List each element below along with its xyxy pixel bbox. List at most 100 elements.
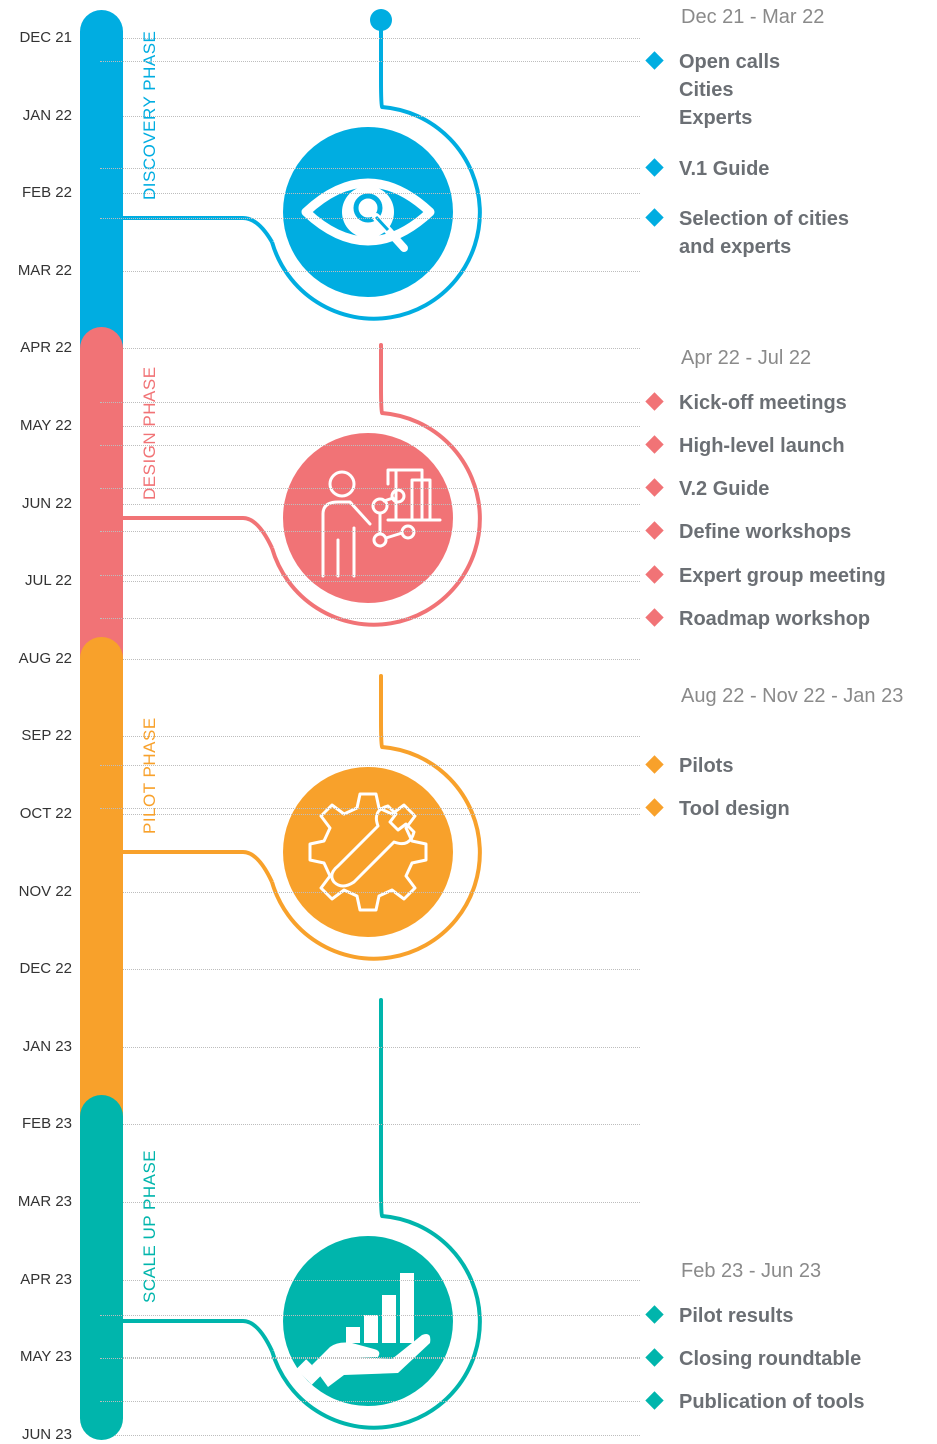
milestone-text: Closing roundtable: [679, 1345, 861, 1373]
milestone-text-line: Expert group meeting: [679, 565, 886, 587]
milestone-text-line: Cities: [679, 79, 734, 101]
phase-connector: [123, 998, 482, 1430]
month-label: FEB 22: [21, 184, 72, 202]
phase-bar: [80, 1095, 123, 1440]
month-label: OCT 22: [19, 805, 72, 822]
milestone-guide: [100, 765, 640, 766]
milestone-text-line: High-level launch: [679, 435, 845, 457]
diamond-bullet-icon: [645, 608, 664, 627]
milestone-text-line: V.2 Guide: [679, 478, 770, 500]
grid-guide: [100, 969, 640, 971]
grid-guide: [100, 1434, 640, 1436]
milestone-text-line: Selection of cities: [679, 208, 850, 230]
milestone-guide: [100, 402, 640, 403]
month-label: NOV 22: [18, 882, 72, 900]
month-label: MAR 22: [17, 261, 72, 279]
month-label: APR 22: [20, 339, 72, 357]
milestone-text: V.1 Guide: [679, 155, 769, 183]
milestone-text: Expert group meeting: [679, 562, 886, 590]
milestone-text: Publication of tools: [679, 1388, 865, 1416]
month-label: MAY 22: [20, 417, 72, 434]
grid-guide: [100, 891, 640, 893]
timeline-start-dot: [370, 9, 392, 31]
milestone-guide: [100, 1315, 640, 1316]
milestone-guide: [100, 445, 640, 446]
milestone-text-line: Pilots: [679, 755, 734, 777]
grid-guide: [100, 426, 640, 427]
grid-guide: [100, 1202, 640, 1203]
milestone-item: Define workshops: [643, 518, 851, 546]
milestone-item: Kick-off meetings: [643, 389, 847, 417]
month-label: JUN 23: [21, 1425, 72, 1443]
milestone-text-line: Roadmap workshop: [679, 608, 871, 630]
grid-guide: [100, 1124, 640, 1126]
month-label: DEC 22: [19, 960, 72, 978]
gear-wrench-icon: [308, 792, 428, 912]
grid-guide: [100, 736, 640, 738]
diamond-bullet-icon: [645, 755, 664, 774]
phase-bar: [80, 327, 123, 680]
hand-growth-chart-icon: [296, 1273, 431, 1387]
diamond-bullet-icon: [645, 158, 664, 177]
diamond-bullet-icon: [645, 565, 664, 584]
milestone-text-line: Pilot results: [679, 1305, 794, 1327]
month-label: AUG 22: [18, 649, 72, 667]
grid-guide: [100, 814, 640, 815]
milestone-item: Closing roundtable: [643, 1345, 861, 1373]
month-label: MAR 23: [17, 1193, 72, 1210]
grid-guide: [100, 1046, 640, 1048]
milestone-guide: [100, 1401, 640, 1402]
month-label: APR 23: [20, 1270, 72, 1288]
diamond-bullet-icon: [645, 521, 664, 540]
grid-guide: [100, 1279, 640, 1281]
phase-label: DESIGN PHASE: [140, 366, 159, 500]
diamond-bullet-icon: [645, 51, 664, 70]
month-label: JAN 22: [22, 106, 72, 124]
milestone-text: Roadmap workshop: [679, 605, 870, 633]
diamond-bullet-icon: [645, 478, 664, 497]
diamond-bullet-icon: [645, 1348, 664, 1367]
diamond-bullet-icon: [645, 208, 664, 227]
milestone-item: V.2 Guide: [643, 475, 769, 503]
phase-icon-circle: [283, 433, 453, 603]
milestone-guide: [100, 1358, 640, 1359]
phase-date-range: Feb 23 - Jun 23: [681, 1260, 822, 1282]
milestone-text-line: Define workshops: [679, 521, 852, 543]
diamond-bullet-icon: [645, 435, 664, 454]
grid-guide: [100, 348, 640, 350]
milestone-text-line: Open calls: [679, 51, 781, 73]
diamond-bullet-icon: [645, 798, 664, 817]
grid-guide: [100, 581, 640, 583]
milestone-text: V.2 Guide: [679, 475, 769, 503]
diamond-bullet-icon: [645, 1391, 664, 1410]
phase-connector: [123, 674, 482, 961]
phase-date-range: Apr 22 - Jul 22: [681, 347, 812, 369]
milestone-text: High-level launch: [679, 432, 845, 460]
month-label: MAY 23: [20, 1348, 72, 1366]
milestone-item: Expert group meeting: [643, 562, 886, 590]
milestone-text-line: Kick-off meetings: [679, 392, 847, 414]
milestone-text: Tool design: [679, 795, 790, 823]
month-label: SEP 22: [21, 727, 72, 745]
phase-date-range: Dec 21 - Mar 22: [681, 6, 825, 28]
grid-guide: [100, 1357, 640, 1359]
milestone-item: V.1 Guide: [643, 155, 769, 183]
grid-guide: [100, 193, 640, 195]
milestone-item: Pilots: [643, 752, 733, 780]
milestone-text-line: and experts: [679, 236, 792, 258]
month-label: JUN 22: [21, 494, 72, 512]
milestone-text: Define workshops: [679, 518, 851, 546]
milestone-guide: [100, 61, 640, 62]
milestone-guide: [100, 575, 640, 576]
month-label: DEC 21: [19, 29, 72, 46]
milestone-item: Selection of cities and experts: [643, 205, 849, 261]
phase-label: SCALE UP PHASE: [140, 1149, 159, 1303]
milestone-text-line: V.1 Guide: [679, 158, 770, 180]
milestone-text: Pilots: [679, 752, 733, 780]
milestone-guide: [100, 531, 640, 532]
milestone-text: Kick-off meetings: [679, 389, 847, 417]
